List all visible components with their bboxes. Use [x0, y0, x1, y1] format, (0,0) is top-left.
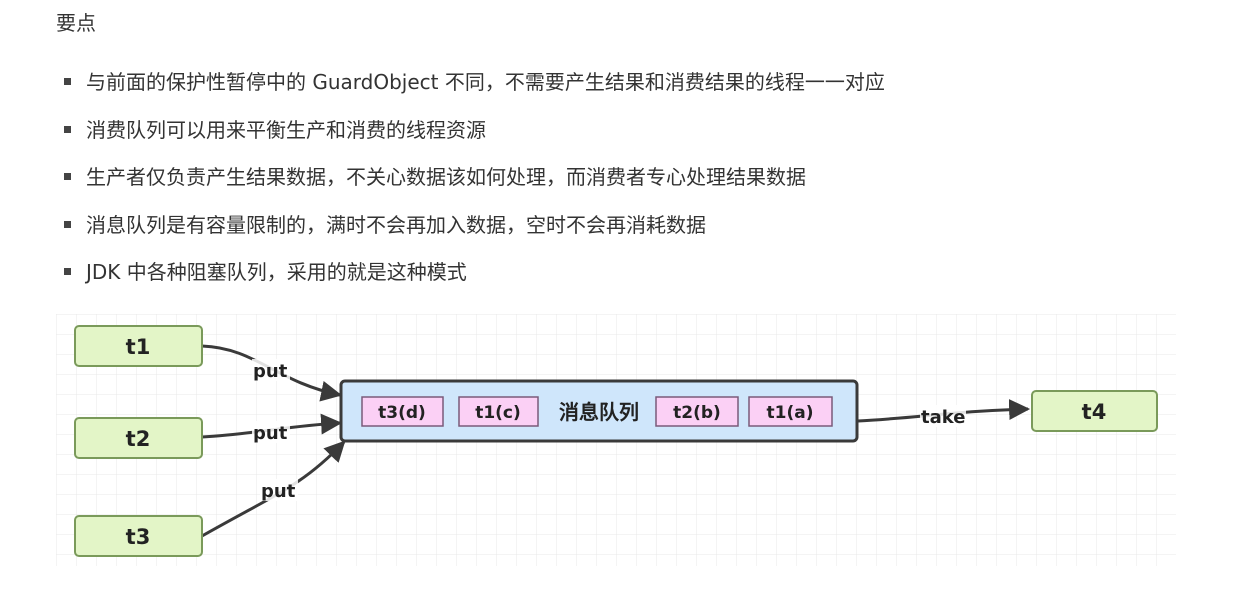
- bullet-marker-icon: [64, 78, 71, 85]
- queue-item-label: t2(b): [673, 403, 721, 423]
- queue-item-t1-c: t1(c): [458, 396, 539, 427]
- list-item: 生产者仅负责产生结果数据，不关心数据该如何处理，而消费者专心处理结果数据: [64, 159, 885, 207]
- bullet-marker-icon: [64, 125, 71, 133]
- bullet-list: 与前面的保护性暂停中的 GuardObject 不同，不需要产生结果和消费结果的…: [64, 64, 885, 302]
- queue-item-t1-a: t1(a): [748, 396, 833, 427]
- put-label-t1: put: [253, 361, 288, 382]
- queue-item-label: t3(d): [378, 403, 426, 423]
- diagram-canvas: put put put take t1 t2 t3 t4: [56, 314, 1176, 566]
- list-item: 与前面的保护性暂停中的 GuardObject 不同，不需要产生结果和消费结果的…: [64, 64, 885, 112]
- list-item: JDK 中各种阻塞队列，采用的就是这种模式: [64, 254, 885, 302]
- list-item: 消息队列是有容量限制的，满时不会再加入数据，空时不会再消耗数据: [64, 207, 885, 255]
- message-queue-diagram: put put put take t1 t2 t3 t4: [56, 314, 1176, 566]
- message-queue: t3(d) t1(c) 消息队列 t2(b) t1(a): [339, 379, 859, 443]
- put-label-t2: put: [253, 423, 288, 444]
- queue-item-label: t1(c): [475, 403, 521, 423]
- queue-item-t3-d: t3(d): [361, 396, 444, 427]
- bullet-text: 与前面的保护性暂停中的 GuardObject 不同，不需要产生结果和消费结果的…: [86, 70, 885, 94]
- thread-label: t3: [126, 525, 151, 549]
- queue-item-label: t1(a): [767, 403, 814, 423]
- list-item: 消费队列可以用来平衡生产和消费的线程资源: [64, 112, 885, 160]
- bullet-marker-icon: [64, 268, 71, 275]
- bullet-text: 消息队列是有容量限制的，满时不会再加入数据，空时不会再消耗数据: [86, 212, 706, 237]
- bullet-text: JDK 中各种阻塞队列，采用的就是这种模式: [86, 260, 467, 284]
- put-label-t3: put: [261, 481, 296, 502]
- bullet-marker-icon: [64, 220, 71, 228]
- queue-item-t2-b: t2(b): [655, 396, 739, 427]
- thread-label: t1: [126, 335, 151, 359]
- take-label: take: [921, 407, 965, 428]
- bullet-text: 生产者仅负责产生结果数据，不关心数据该如何处理，而消费者专心处理结果数据: [86, 165, 806, 189]
- queue-title: 消息队列: [559, 400, 639, 424]
- producer-thread-t3: t3: [74, 515, 203, 557]
- thread-label: t2: [126, 427, 151, 451]
- bullet-text: 消费队列可以用来平衡生产和消费的线程资源: [86, 117, 486, 142]
- bullet-marker-icon: [64, 173, 71, 180]
- consumer-thread-t4: t4: [1031, 390, 1158, 432]
- producer-thread-t1: t1: [74, 325, 203, 367]
- producer-thread-t2: t2: [74, 417, 203, 459]
- thread-label: t4: [1082, 400, 1107, 424]
- section-heading: 要点: [56, 11, 96, 35]
